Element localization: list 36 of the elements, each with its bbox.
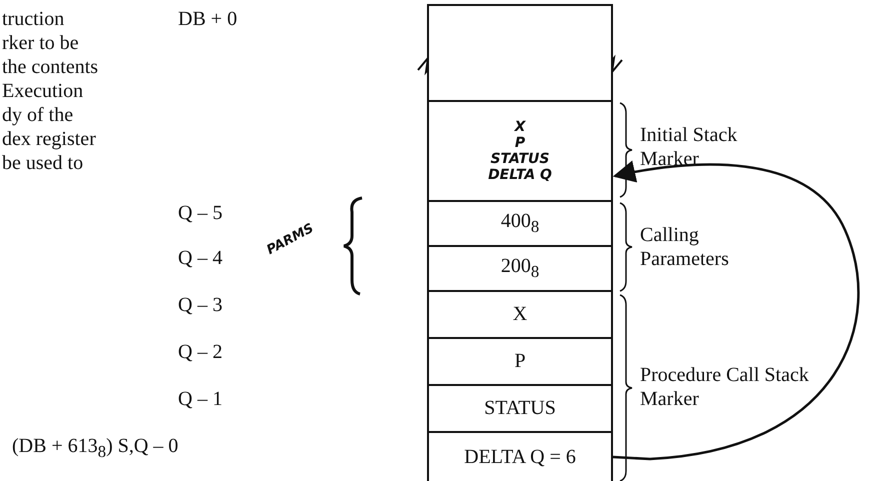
- handwritten-note: X: [514, 119, 526, 135]
- address-label: Q – 2: [178, 341, 222, 364]
- body-text: dex register: [2, 128, 96, 151]
- memory-cell: [427, 290, 613, 339]
- memory-cell: [427, 200, 613, 247]
- handwritten-note: DELTA Q: [488, 167, 552, 183]
- address-label: Q – 1: [178, 388, 222, 411]
- memory-cell: [427, 100, 613, 202]
- cell-value: STATUS: [484, 397, 556, 420]
- body-text: be used to: [2, 152, 84, 175]
- address-label: Q – 5: [178, 202, 222, 225]
- memory-cell: [427, 337, 613, 386]
- handwritten-note: P: [514, 135, 526, 151]
- body-text: Execution: [2, 80, 84, 103]
- memory-cell: [427, 245, 613, 292]
- cell-value: P: [514, 350, 526, 373]
- brace-label: Calling Parameters: [640, 223, 730, 271]
- address-label: DB + 0: [178, 8, 238, 31]
- arrow: [612, 160, 860, 460]
- handwritten-note: STATUS: [490, 151, 550, 167]
- brace-label: Initial Stack Marker: [640, 123, 738, 171]
- body-text: the contents: [2, 56, 98, 79]
- cell-value: 400$_{8}$: [500, 210, 540, 237]
- body-text: rker to be: [2, 32, 79, 55]
- memory-cell: [427, 4, 613, 102]
- cell-value: DELTA Q = 6: [464, 446, 576, 468]
- cell-value: X: [512, 303, 528, 326]
- body-text: dy of the: [2, 104, 74, 127]
- address-label: Q – 3: [178, 294, 222, 317]
- address-label: (DB + 613$_{8}$) S,Q – 0: [12, 435, 178, 462]
- address-label: Q – 4: [178, 247, 222, 270]
- memory-cell: [427, 384, 613, 433]
- cell-value: 200$_{8}$: [500, 255, 540, 282]
- memory-cell: [427, 431, 613, 481]
- brace-label: Procedure Call Stack Marker: [640, 363, 810, 411]
- body-text: truction: [2, 8, 64, 31]
